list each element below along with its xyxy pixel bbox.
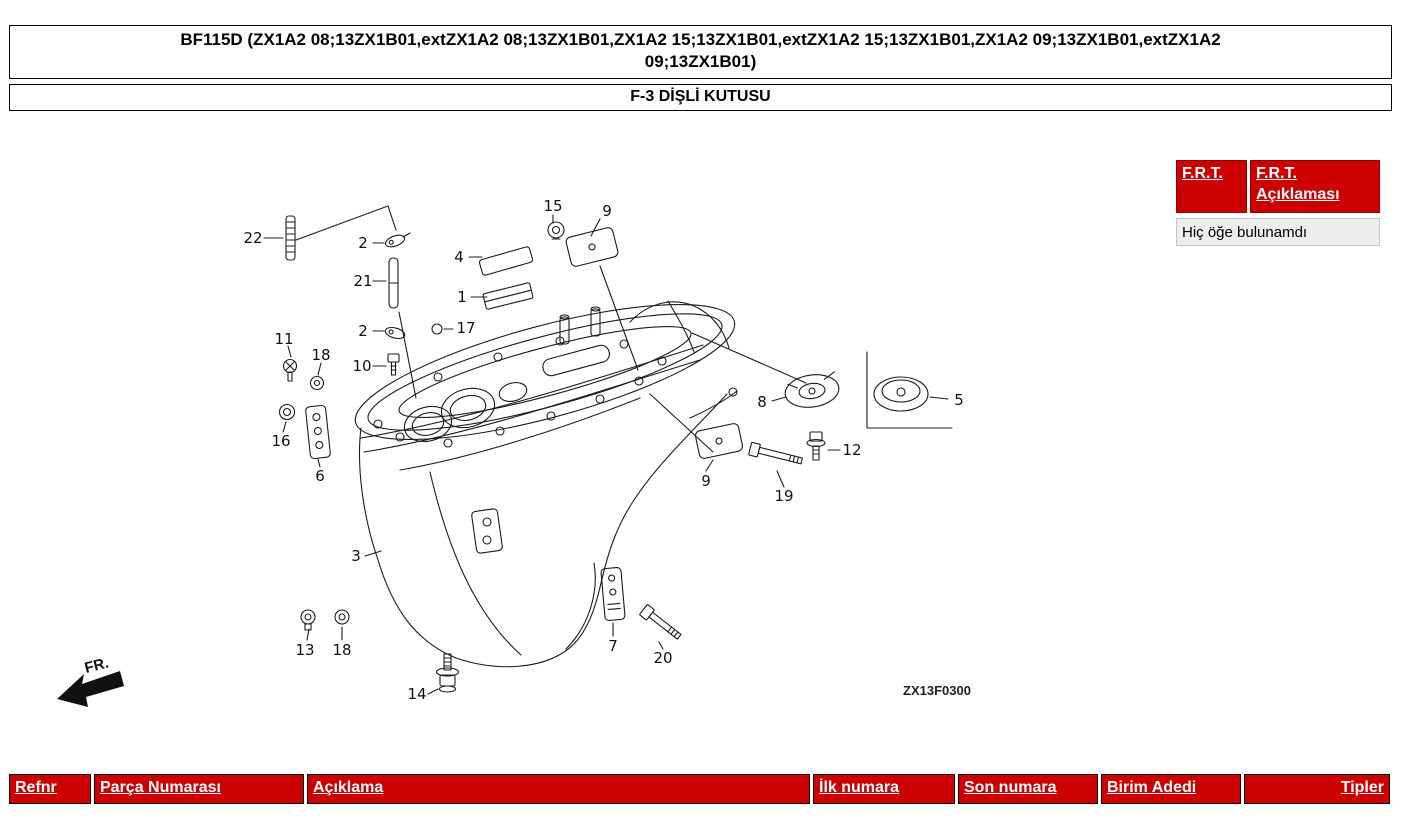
gearcase-body bbox=[359, 344, 738, 668]
bolt-part-10 bbox=[387, 353, 400, 376]
table-header-label-2[interactable]: Açıklama bbox=[313, 779, 384, 796]
anode-part-9-right bbox=[694, 423, 744, 459]
bolt-part-14 bbox=[435, 653, 460, 693]
diagram-callout-21: 21 bbox=[353, 272, 373, 290]
bracket-part-5 bbox=[866, 351, 953, 429]
table-header-label-3[interactable]: İlk numara bbox=[819, 779, 900, 796]
bolt-part-20 bbox=[639, 604, 682, 640]
parts-table-header-row: Refnr Parça Numarası Açıklama İlk numara Son… bbox=[9, 774, 1392, 804]
bolt-part-12 bbox=[806, 431, 826, 461]
table-header-label-4[interactable]: Son numara bbox=[964, 779, 1057, 796]
plate-part-6 bbox=[305, 404, 331, 460]
diagram-callout-7: 7 bbox=[608, 637, 618, 655]
diagram-callout-4: 4 bbox=[454, 248, 464, 266]
washer-part-18-lower bbox=[334, 609, 350, 625]
diagram-callout-19: 19 bbox=[774, 487, 794, 505]
diagram-callout-5: 5 bbox=[954, 391, 964, 409]
plate-part-1 bbox=[482, 282, 534, 310]
diagram-callout-1: 1 bbox=[457, 288, 467, 306]
dowel-pins bbox=[559, 306, 601, 345]
gearcase-top-flange bbox=[354, 304, 736, 448]
table-header-label-5[interactable]: Birim Adedi bbox=[1107, 779, 1197, 796]
plate-part-4 bbox=[478, 246, 534, 276]
diagram-callout-12: 12 bbox=[842, 441, 862, 459]
diagram-callout-15: 15 bbox=[543, 197, 563, 215]
table-header-label-1[interactable]: Parça Numarası bbox=[100, 779, 221, 796]
page-title: BF115D (ZX1A2 08;13ZX1B01,extZX1A2 08;13… bbox=[9, 25, 1392, 79]
frt-description-link-label[interactable]: F.R.T. Açıklaması bbox=[1256, 165, 1340, 203]
drawing-code: ZX13F0300 bbox=[903, 683, 971, 698]
table-header-4[interactable]: Son numara bbox=[958, 774, 1098, 804]
front-direction-label: FR. bbox=[83, 655, 111, 677]
diagram-callout-18: 18 bbox=[311, 346, 331, 364]
table-header-2[interactable]: Açıklama bbox=[307, 774, 810, 804]
frt-description-button[interactable]: F.R.T. Açıklaması bbox=[1250, 160, 1380, 213]
front-direction-arrow: FR. bbox=[57, 655, 124, 707]
table-header-label-0[interactable]: Refnr bbox=[15, 779, 57, 796]
diagram-callout-17: 17 bbox=[456, 319, 476, 337]
cam-part-2-top bbox=[384, 234, 406, 248]
table-header-1[interactable]: Parça Numarası bbox=[94, 774, 304, 804]
diagram-callout-10: 10 bbox=[352, 357, 372, 375]
washer-part-18-upper bbox=[309, 375, 325, 391]
diagram-callout-9: 9 bbox=[701, 472, 711, 490]
diagram-callout-11: 11 bbox=[274, 330, 294, 348]
cam-part-2-bottom bbox=[384, 326, 406, 340]
plate-part-7 bbox=[600, 567, 626, 621]
table-header-0[interactable]: Refnr bbox=[9, 774, 91, 804]
pin-part-21 bbox=[388, 257, 399, 309]
dome-part-5 bbox=[873, 376, 929, 412]
diagram-callout-16: 16 bbox=[271, 432, 291, 450]
table-header-6[interactable]: Tipler bbox=[1244, 774, 1390, 804]
nut-part-16 bbox=[278, 403, 296, 421]
diagram-callout-3: 3 bbox=[351, 547, 361, 565]
table-header-5[interactable]: Birim Adedi bbox=[1101, 774, 1241, 804]
diagram-callout-18: 18 bbox=[332, 641, 352, 659]
diagram-callout-20: 20 bbox=[653, 649, 673, 667]
diagram-callout-22: 22 bbox=[243, 229, 263, 247]
bolt-part-19 bbox=[748, 441, 803, 465]
diagram-callout-2: 2 bbox=[358, 322, 368, 340]
frt-empty-message: Hiç öğe bulunamdı bbox=[1176, 218, 1380, 246]
table-header-label-6[interactable]: Tipler bbox=[1340, 779, 1384, 796]
leader-lines bbox=[263, 214, 949, 695]
rear-housing bbox=[629, 300, 730, 353]
table-header-3[interactable]: İlk numara bbox=[813, 774, 955, 804]
diagram-callout-8: 8 bbox=[757, 393, 767, 411]
diagram-callout-14: 14 bbox=[407, 685, 427, 703]
diagram-callout-9: 9 bbox=[602, 202, 612, 220]
diagram-callout-2: 2 bbox=[358, 234, 368, 252]
stud-part-22 bbox=[285, 215, 296, 261]
screw-part-11 bbox=[282, 358, 298, 382]
nut-part-15 bbox=[547, 221, 565, 240]
diagram-callout-13: 13 bbox=[295, 641, 315, 659]
anode-part-9-top bbox=[565, 227, 619, 267]
section-title: F-3 DİŞLİ KUTUSU bbox=[9, 84, 1392, 111]
diagram-callout-6: 6 bbox=[315, 467, 325, 485]
frt-link-label[interactable]: F.R.T. bbox=[1182, 165, 1223, 182]
long-leader-lines bbox=[295, 205, 807, 453]
grommet-part-17 bbox=[431, 323, 443, 335]
bolt-part-13 bbox=[300, 609, 316, 631]
frt-button[interactable]: F.R.T. bbox=[1176, 160, 1247, 213]
disc-part-8 bbox=[784, 371, 840, 408]
